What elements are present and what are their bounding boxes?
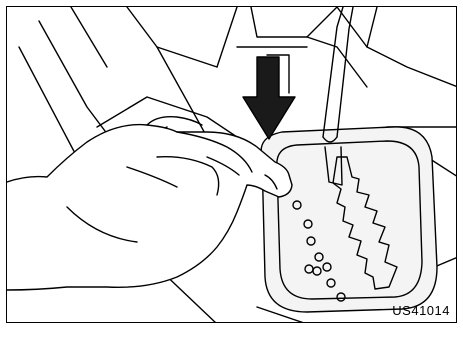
figure-code-label: US41014: [392, 303, 450, 318]
shift-lever-illustration: [7, 7, 457, 323]
figure-frame: US41014: [6, 6, 457, 323]
shift-gate-bezel: [261, 127, 437, 312]
hand-illustration: [7, 117, 292, 290]
push-down-arrow: [243, 55, 295, 139]
